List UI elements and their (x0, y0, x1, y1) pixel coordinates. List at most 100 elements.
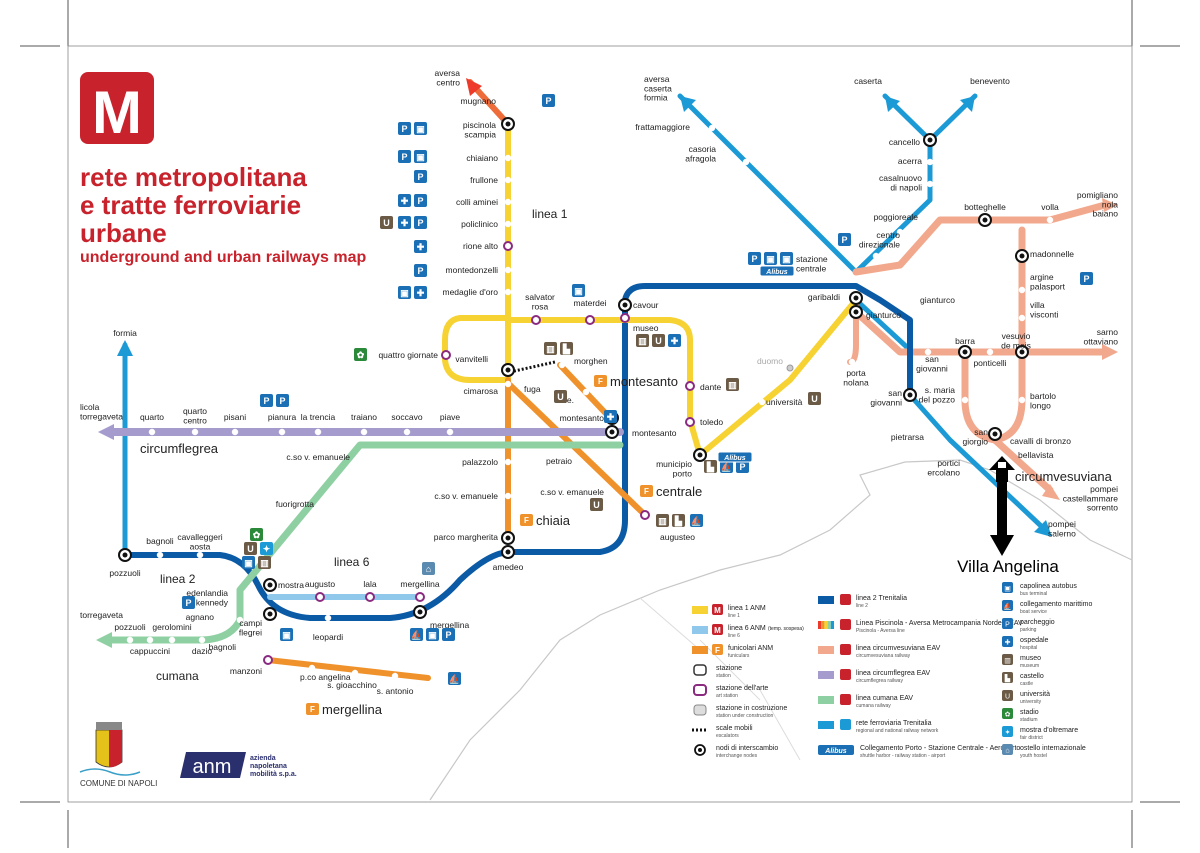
station-mergellina-2[interactable] (413, 605, 427, 619)
station-bagnoli-c[interactable] (236, 616, 244, 624)
station-villa-visconti[interactable] (1018, 314, 1026, 322)
station-pozzuoli[interactable] (118, 548, 132, 562)
station-cvc[interactable] (582, 388, 590, 396)
station-agnano[interactable] (214, 626, 222, 634)
station-trencia[interactable] (314, 428, 322, 436)
station-soccavo[interactable] (403, 428, 411, 436)
station-cancello[interactable] (923, 133, 937, 147)
station-cso-ve-1[interactable] (504, 492, 512, 500)
station-cavour[interactable] (618, 298, 632, 312)
station-pco-angelina[interactable] (308, 664, 316, 672)
station-piscinola[interactable] (501, 117, 515, 131)
station-gerolomini[interactable] (168, 636, 176, 644)
station-mergellina[interactable] (415, 592, 425, 602)
label-cappuccini: cappuccini (130, 646, 170, 656)
station-piave[interactable] (446, 428, 454, 436)
station-rione-alto[interactable] (503, 241, 513, 251)
station-quattro-giornate[interactable] (441, 350, 451, 360)
station-casoria[interactable] (742, 158, 750, 166)
station-pianura[interactable] (278, 428, 286, 436)
station-traiano[interactable] (360, 428, 368, 436)
station-poggioreale[interactable] (896, 228, 904, 236)
station-pozzuoli-c[interactable] (126, 636, 134, 644)
station-mugnano[interactable] (504, 96, 512, 104)
station-s-antonio[interactable] (391, 672, 399, 680)
station-san-giovanni-1[interactable] (924, 348, 932, 356)
station-quarto[interactable] (148, 428, 156, 436)
station-bagnoli[interactable] (156, 551, 164, 559)
label-morghen: morghen (574, 356, 608, 366)
station-morghen[interactable] (558, 361, 566, 369)
station-frullone[interactable] (504, 176, 512, 184)
station-barra[interactable] (958, 345, 972, 359)
station-quarto-centro[interactable] (191, 428, 199, 436)
station-pietrarsa[interactable] (928, 428, 936, 436)
label-vanvitelli: vanvitelli (455, 354, 488, 364)
station-centro-direzionale[interactable] (872, 252, 880, 260)
station-acerra[interactable] (926, 158, 934, 166)
bus-icon: ▣ (414, 122, 427, 135)
station-s-gioacchino[interactable] (351, 669, 359, 677)
station-gianturco-2[interactable] (906, 296, 914, 304)
station-montesanto-2[interactable] (605, 425, 619, 439)
boat-icon: ⛵ (410, 628, 423, 641)
station-portici[interactable] (964, 466, 972, 474)
station-campi-flegrei[interactable] (263, 607, 277, 621)
station-fuga[interactable] (516, 381, 524, 389)
station-parco-margherita[interactable] (501, 531, 515, 545)
station-vesuvio[interactable] (1015, 345, 1029, 359)
station-museo[interactable] (620, 313, 630, 323)
station-petraio[interactable] (576, 458, 584, 466)
station-bartolo[interactable] (1018, 396, 1026, 404)
station-dante[interactable] (685, 381, 695, 391)
station-amedeo[interactable] (501, 545, 515, 559)
station-casalnuovo[interactable] (926, 180, 934, 188)
station-argine[interactable] (1018, 286, 1026, 294)
station-augusto[interactable] (315, 592, 325, 602)
station-vanvitelli[interactable] (501, 363, 515, 377)
legend-mid-item: Linea Piscinola - Aversa Metrocampania N… (818, 619, 1023, 634)
station-materdei[interactable] (585, 315, 595, 325)
station-augusteo[interactable] (640, 510, 650, 520)
station-leopardi[interactable] (324, 614, 332, 622)
title-line-3: urbane (80, 218, 167, 248)
bus-icon: ▣ (242, 556, 255, 569)
station-lala[interactable] (365, 592, 375, 602)
station-san-giovanni-2[interactable] (903, 388, 917, 402)
station-duomo[interactable] (786, 364, 794, 372)
station-chiaiano[interactable] (504, 154, 512, 162)
station-salvator-rosa[interactable] (531, 315, 541, 325)
legend-sub: circumflegrea railway (856, 678, 903, 684)
station-colli-aminei[interactable] (504, 198, 512, 206)
station-cavalleggeri[interactable] (196, 551, 204, 559)
station-porta-nolana[interactable] (848, 358, 856, 366)
station-botteghelle[interactable] (978, 213, 992, 227)
station-toledo[interactable] (685, 417, 695, 427)
station-palazzolo[interactable] (504, 458, 512, 466)
station-universita[interactable] (758, 398, 766, 406)
station-municipio[interactable] (693, 448, 707, 462)
station-smaria[interactable] (961, 396, 969, 404)
station-gianturco[interactable] (849, 305, 863, 319)
station-madonnelle[interactable] (1015, 249, 1029, 263)
station-ponticelli[interactable] (986, 348, 994, 356)
station-dazio[interactable] (198, 636, 206, 644)
station-medaglie[interactable] (504, 288, 512, 296)
station-mostra[interactable] (263, 578, 277, 592)
station-san-giorgio[interactable] (988, 427, 1002, 441)
station-cappuccini[interactable] (146, 636, 154, 644)
station-montedonzelli[interactable] (504, 266, 512, 274)
station-cimarosa[interactable] (504, 380, 512, 388)
station-manzoni[interactable] (263, 655, 273, 665)
station-volla[interactable] (1046, 216, 1054, 224)
station-frattamaggiore[interactable] (708, 124, 716, 132)
station-cso-ve-3[interactable] (368, 454, 376, 462)
station-garibaldi[interactable] (849, 291, 863, 305)
station-policlinico[interactable] (504, 220, 512, 228)
station-fuorigrotta[interactable] (316, 511, 324, 519)
station-cso-ve-2[interactable] (608, 490, 616, 498)
station-pisani[interactable] (231, 428, 239, 436)
